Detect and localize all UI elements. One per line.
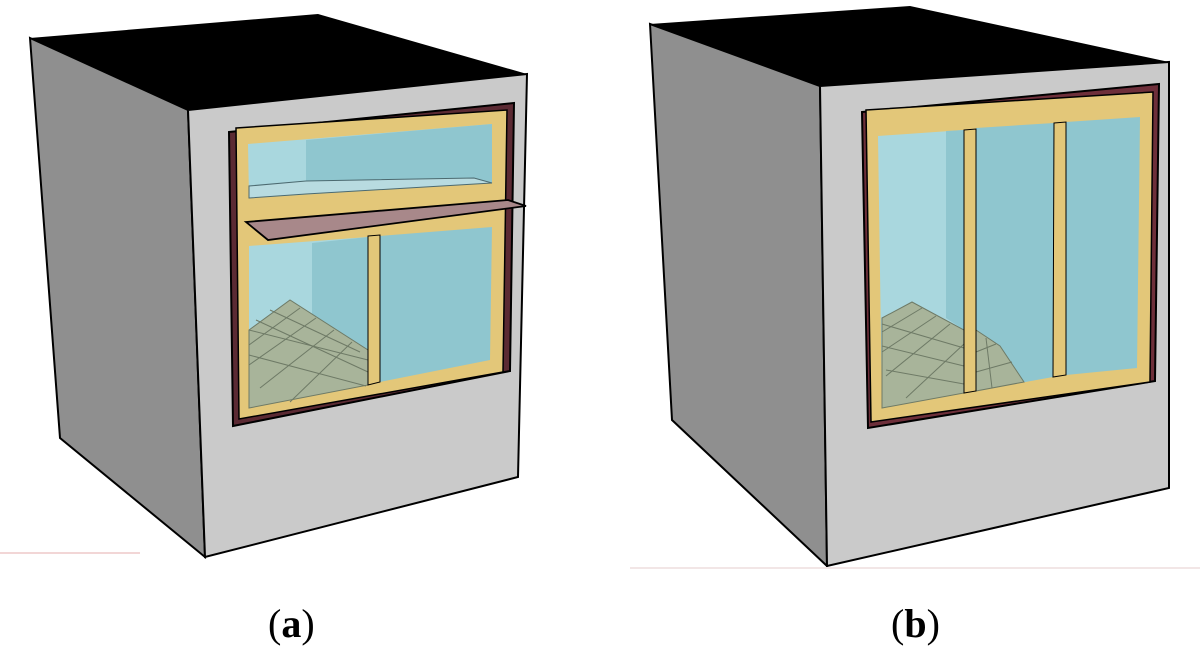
panel-b-mullion-left bbox=[963, 128, 977, 394]
panel-b-pane-right bbox=[1066, 117, 1140, 375]
panel-a-side-wall bbox=[28, 36, 207, 560]
panel-b-label: (b) bbox=[891, 601, 940, 646]
panel-a-upper-glass-right bbox=[306, 124, 492, 194]
panel-a-shading-panel bbox=[243, 199, 527, 241]
panel-b-side-wall bbox=[648, 22, 829, 569]
panel-b-pane-middle bbox=[976, 123, 1054, 391]
panel-b-interior-wall bbox=[946, 130, 964, 330]
panel-a-label: (a) bbox=[268, 601, 315, 646]
panel-a-label-letter: a bbox=[281, 601, 302, 646]
panel-a-building bbox=[28, 14, 529, 560]
panel-b-mullion-right bbox=[1052, 121, 1067, 378]
panel-b-floor-tiles bbox=[881, 307, 965, 399]
panel-a-lower-right-glass bbox=[380, 227, 492, 382]
panel-b-label-letter: b bbox=[904, 601, 927, 646]
panel-a-floor-tiles bbox=[248, 307, 369, 403]
panel-b-building bbox=[648, 6, 1170, 569]
panel-a-mullion bbox=[367, 234, 381, 386]
panel-b-roof bbox=[650, 6, 1169, 86]
panel-a-roof bbox=[30, 14, 527, 110]
panel-b-pane-middle-tiles bbox=[975, 337, 1013, 389]
panel-a-upper-shelf bbox=[248, 177, 493, 199]
